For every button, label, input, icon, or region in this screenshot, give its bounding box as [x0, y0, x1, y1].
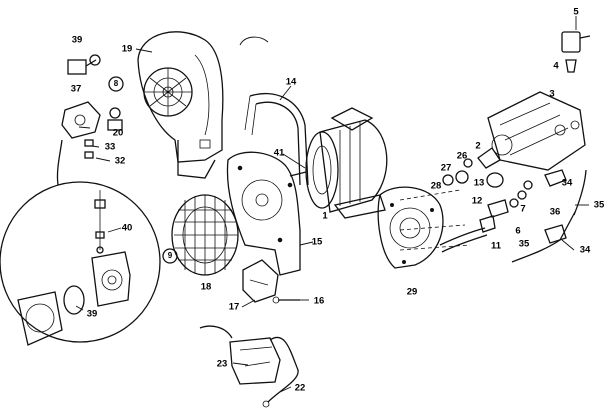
screw — [272, 296, 300, 304]
callout-18: 18 — [200, 281, 212, 293]
callout-36: 36 — [549, 206, 561, 218]
callout-34-upper: 34 — [561, 177, 573, 189]
callout-20: 20 — [112, 127, 124, 139]
motor — [289, 107, 388, 219]
fan-housing — [137, 31, 224, 179]
callout-22: 22 — [294, 382, 306, 394]
callout-28: 28 — [430, 180, 442, 192]
leader-lines — [75, 16, 589, 393]
callout-33: 33 — [104, 141, 116, 153]
duct-strip — [244, 92, 309, 186]
callout-32: 32 — [114, 155, 126, 167]
circled-markers — [89, 54, 178, 264]
callout-8: 8 — [113, 79, 119, 88]
callout-41: 41 — [273, 147, 285, 159]
mounting-plate — [226, 151, 301, 276]
callout-39-inset: 39 — [86, 308, 98, 320]
callout-13: 13 — [473, 177, 485, 189]
coupling-housing — [377, 186, 444, 269]
callout-5: 5 — [573, 6, 579, 18]
callout-26: 26 — [456, 150, 468, 162]
igniter — [199, 325, 299, 408]
callout-34-lower: 34 — [579, 244, 591, 256]
oil-pump — [56, 59, 123, 186]
fittings — [442, 147, 567, 233]
callout-7: 7 — [520, 203, 526, 215]
callout-3: 3 — [549, 88, 555, 100]
callout-12: 12 — [471, 195, 483, 207]
pump — [487, 91, 586, 171]
callout-14: 14 — [285, 76, 297, 88]
callout-39: 39 — [71, 34, 83, 46]
callout-40: 40 — [121, 222, 133, 234]
callout-35-lower: 35 — [518, 238, 530, 250]
callout-19: 19 — [121, 43, 133, 55]
callout-17: 17 — [228, 301, 240, 313]
bracket — [242, 259, 279, 303]
callout-23: 23 — [216, 358, 228, 370]
callout-27: 27 — [440, 162, 452, 174]
callout-6: 6 — [515, 225, 521, 237]
callout-2: 2 — [475, 140, 481, 152]
callout-4: 4 — [553, 60, 559, 72]
callout-29: 29 — [406, 286, 418, 298]
valve — [561, 31, 591, 73]
callout-9: 9 — [167, 251, 173, 260]
callout-16: 16 — [313, 295, 325, 307]
callout-11: 11 — [490, 240, 502, 252]
detail-inset — [0, 181, 161, 343]
callout-15: 15 — [311, 236, 323, 248]
hose — [439, 227, 488, 253]
pipes — [511, 169, 587, 263]
fan-wheel — [171, 194, 239, 276]
guide-lines — [399, 189, 471, 251]
callout-37: 37 — [70, 83, 82, 95]
callout-1: 1 — [322, 210, 328, 222]
callout-35-right: 35 — [593, 199, 605, 211]
inset-parts — [17, 190, 131, 346]
